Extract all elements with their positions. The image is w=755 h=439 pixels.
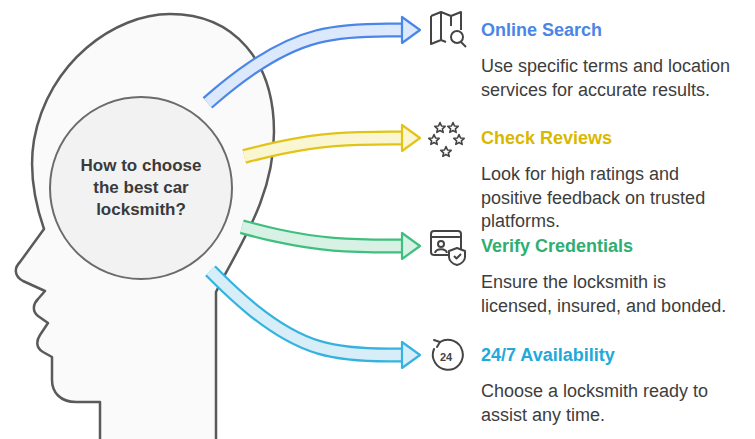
item-description: Look for high ratings and positive feedb…	[481, 163, 731, 234]
item-description: Ensure the locksmith is licensed, insure…	[481, 271, 731, 318]
arrow-shaft-fill	[210, 271, 403, 355]
arrow-shaft-outline	[242, 227, 403, 246]
arrow-head	[402, 125, 420, 151]
branch-arrow	[210, 271, 420, 368]
branch-item: Online SearchUse specific terms and loca…	[428, 18, 747, 102]
center-circle: How to choose the best car locksmith?	[49, 96, 233, 280]
id-card-line	[431, 236, 461, 238]
star-shape	[454, 135, 464, 145]
credential-icon	[431, 231, 465, 265]
branch-item: Verify CredentialsEnsure the locksmith i…	[428, 234, 747, 318]
arrow-head	[402, 233, 420, 259]
arrow-shaft-outline	[244, 138, 403, 156]
magnifier-icon	[451, 31, 463, 43]
id-person-body	[435, 249, 447, 253]
arrow-shaft-fill	[244, 138, 403, 156]
arrow-shaft-fill	[207, 30, 403, 103]
item-heading: Online Search	[481, 18, 747, 42]
magnifier-handle	[461, 42, 466, 47]
star-shape	[435, 123, 445, 133]
branch-item: 24/7 AvailabilityChoose a locksmith read…	[428, 343, 747, 427]
arrow-shaft-outline	[210, 271, 403, 355]
item-heading: Verify Credentials	[481, 234, 747, 258]
item-description: Use specific terms and location services…	[481, 55, 731, 102]
branch-arrow	[244, 125, 420, 156]
map-search-icon	[431, 12, 466, 47]
item-heading: 24/7 Availability	[481, 343, 747, 367]
star-shape	[448, 123, 458, 133]
item-heading: Check Reviews	[481, 126, 747, 150]
icon-number: 24	[436, 351, 456, 363]
star-shape	[429, 135, 439, 145]
arrow-head	[402, 342, 420, 368]
branch-item: Check ReviewsLook for high ratings and p…	[428, 126, 747, 234]
clock-arrow	[434, 340, 440, 347]
stars-icon	[429, 123, 464, 157]
map-icon	[431, 12, 461, 44]
arrow-shaft-outline	[207, 30, 403, 103]
id-person-head	[438, 241, 444, 247]
shield-icon	[449, 248, 465, 265]
star-shape	[441, 147, 451, 157]
clock-arc	[433, 340, 463, 370]
clock-24-icon	[433, 340, 463, 370]
arrow-shaft-fill	[242, 227, 403, 246]
central-question: How to choose the best car locksmith?	[71, 155, 211, 221]
branch-arrow	[207, 17, 420, 103]
branch-arrow	[242, 227, 420, 259]
shield-check	[454, 254, 461, 259]
item-description: Choose a locksmith ready to assist any t…	[481, 380, 731, 427]
arrow-head	[402, 17, 420, 43]
